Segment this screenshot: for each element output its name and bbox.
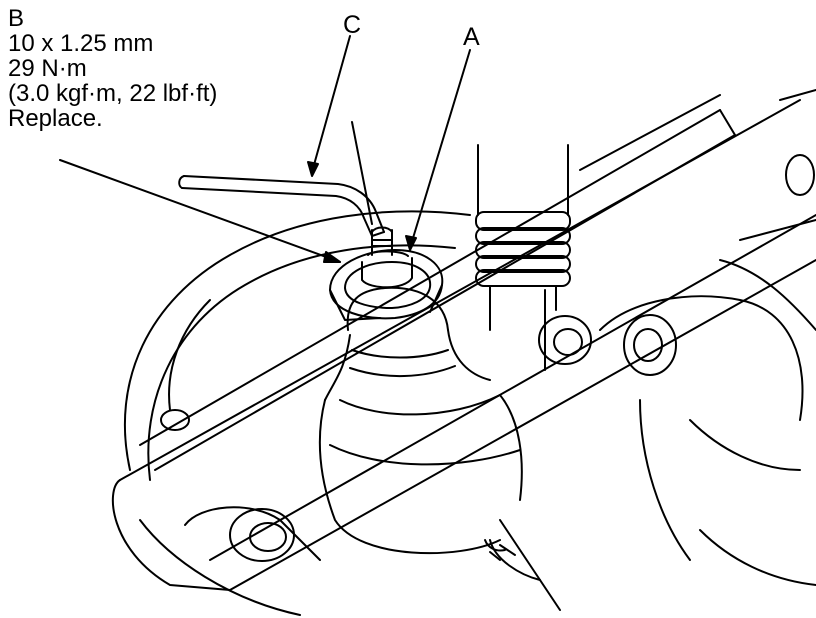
hex-wrench [179, 176, 384, 236]
hub-assembly [600, 90, 816, 585]
callout-b-torque-alt: (3.0 kgf·m, 22 lbf·ft) [8, 80, 218, 107]
ball-joint-boot [320, 288, 540, 580]
shock-absorber [476, 145, 570, 330]
label-c: C [343, 11, 362, 39]
brake-drum [125, 211, 470, 615]
callout-b-torque: 29 N·m [8, 55, 87, 82]
callout-b: B 10 x 1.25 mm 29 N·m (3.0 kgf·m, 22 lbf… [8, 6, 217, 131]
lower-control-arm [113, 100, 816, 590]
lower-bolt [485, 520, 560, 610]
ball-joint-nut [330, 228, 442, 321]
leader-lines [60, 36, 470, 263]
callout-b-letter: B [8, 5, 25, 32]
callout-b-note: Replace. [8, 105, 103, 132]
callout-b-size: 10 x 1.25 mm [8, 30, 154, 57]
label-a: A [463, 23, 480, 51]
